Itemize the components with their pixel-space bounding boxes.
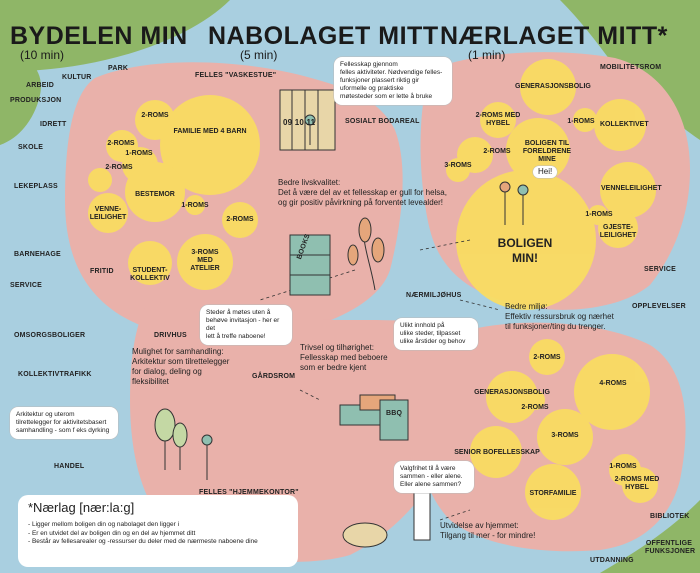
bubble-arkitektur: Arkitektur og uterom tilrettelegger for …: [10, 407, 118, 439]
unit-2roms-hybel-bottom: 2-ROMS MED HYBEL: [614, 476, 660, 491]
bubble-innhold: Ulikt innhold på ulike steder, tilpasset…: [394, 318, 478, 350]
right-top-cluster-blobs: [446, 59, 656, 310]
unit-2roms-a: 2-ROMS: [141, 112, 169, 119]
subtitle-nabolaget: (5 min): [240, 48, 278, 62]
unit-1roms-top-a: 1-ROMS: [567, 118, 595, 125]
bubble-steder: Steder å møtes uten å behøve invitasjon …: [200, 305, 292, 345]
unit-2roms-c: 2-ROMS: [105, 164, 133, 171]
unit-senior-bofellesskap: SENIOR BOFELLESSKAP: [454, 449, 540, 456]
legend-item-1: - Ligger mellom boligen din og nabolaget…: [28, 521, 180, 528]
sketch-props: [154, 89, 529, 548]
unit-venneleilighet-top: VENNELEILIGHET: [601, 185, 662, 192]
title-naerlaget: NÆRLAGET MITT*: [440, 22, 668, 50]
unit-generasjonsbolig-top: GENERASJONSBOLIG: [515, 83, 591, 90]
district-utdanning: UTDANNING: [590, 557, 634, 564]
green-land-left: [0, 0, 41, 145]
prop-bbq: BBQ: [386, 410, 403, 417]
unit-4roms: 4-ROMS: [599, 380, 627, 387]
unit-storfamilie: STORFAMILIE: [529, 490, 577, 497]
legend-item-3: - Består av fellesarealer og -ressurser …: [28, 538, 258, 545]
zone-gardsrom: GÅRDSROM: [252, 373, 296, 380]
text-trivsel: Trivsel og tilhørighet: Fellesskap med b…: [300, 343, 388, 372]
unit-boligen-min: BOLIGEN MIN!: [497, 236, 553, 265]
unit-2roms-hybel-top: 2-ROMS MED HYBEL: [475, 112, 521, 127]
bubble-fellesskap: Fellesskap gjennom felles aktiviteter. N…: [334, 57, 452, 105]
unit-3roms-atelier: 3-ROMS MED ATELIER: [190, 249, 220, 272]
unit-boligen-til-foreldrene: BOLIGEN TIL FORELDRENE MINE: [522, 140, 572, 163]
prop-numbers: 09 10 11: [283, 118, 316, 127]
district-handel: HANDEL: [54, 463, 85, 470]
district-omsorgsboliger: OMSORGSBOLIGER: [14, 332, 86, 339]
district-opplevelser: OPPLEVELSER: [632, 303, 686, 310]
legend-item-2: - Er en utvidet del av boligen din og en…: [28, 529, 196, 537]
district-skole: SKOLE: [18, 144, 44, 151]
district-service-right: SERVICE: [644, 266, 677, 273]
zone-sosialt-bodareal: SOSIALT BODAREAL: [345, 118, 420, 125]
unit-generasjonsbolig-bottom: GENERASJONSBOLIG: [474, 389, 550, 396]
district-barnehage: BARNEHAGE: [14, 251, 61, 258]
unit-1roms-top-b: 1-ROMS: [585, 211, 613, 218]
district-bibliotek: BIBLIOTEK: [650, 513, 690, 520]
right-bottom-cluster-blobs: [470, 339, 658, 520]
unit-1roms-bottom: 1-ROMS: [609, 463, 637, 470]
unit-2roms-bottom-a: 2-ROMS: [533, 354, 561, 361]
zone-naermiljohus: NÆRMILJØHUS: [406, 292, 462, 299]
district-service-left: SERVICE: [10, 282, 43, 289]
unit-2roms-bottom-b: 2-ROMS: [521, 404, 549, 411]
unit-1roms-a: 1-ROMS: [125, 150, 153, 157]
district-produksjon: PRODUKSJON: [10, 97, 62, 104]
unit-1roms-b: 1-ROMS: [181, 202, 209, 209]
zone-felles-hjemmekontor: FELLES "HJEMMEKONTOR": [199, 489, 299, 496]
title-nabolaget: NABOLAGET MITT: [208, 22, 439, 50]
subtitle-naerlaget: (1 min): [468, 48, 506, 62]
unit-2roms-top: 2-ROMS: [483, 148, 511, 155]
unit-familie-med-4-barn: FAMILIE MED 4 BARN: [173, 128, 247, 135]
unit-bestemor: BESTEMOR: [135, 191, 175, 198]
district-arbeid: ARBEID: [26, 82, 55, 89]
district-park: PARK: [108, 65, 129, 72]
subtitle-bydelen: (10 min): [20, 48, 65, 62]
unit-venneleilighet: VENNE- LEILIGHET: [89, 206, 127, 221]
zone-felles-vaskestue: FELLES "VASKESTUE": [195, 72, 277, 79]
district-offentlige-funksjoner: OFFENTLIGE FUNKSJONER: [645, 540, 696, 555]
district-lekeplass: LEKEPLASS: [14, 183, 58, 190]
zone-fritid: FRITID: [90, 268, 114, 275]
district-kultur: KULTUR: [62, 74, 92, 81]
hei-speech-bubble: Hei!: [533, 166, 558, 178]
legend-title: *Nærlag [nær:la:g]: [28, 500, 135, 515]
unit-2roms-b: 2-ROMS: [107, 140, 135, 147]
green-land-top-left: [0, 0, 230, 85]
text-samhandling: Mulighet for samhandling: Arkitektur som…: [132, 347, 230, 386]
title-bydelen: BYDELEN MIN: [10, 22, 188, 50]
zone-drivhus: DRIVHUS: [154, 332, 187, 339]
unit-3roms-top: 3-ROMS: [444, 162, 472, 169]
unit-3roms-bottom: 3-ROMS: [551, 432, 579, 439]
unit-gjesteleilighet: GJESTE- LEILIGHET: [599, 224, 637, 239]
district-mobilitetsrom: MOBILITETSROM: [600, 64, 662, 71]
unit-kollektivet: KOLLEKTIVET: [600, 121, 649, 128]
unit-2roms-d: 2-ROMS: [226, 216, 254, 223]
district-idrett: IDRETT: [40, 121, 67, 128]
green-land-bottom-right: [600, 500, 700, 573]
bubble-valgfrihet: Valgfrihet til å være sammen - eller ale…: [394, 461, 474, 493]
unit-studentkollektiv: STUDENT- KOLLEKTIV: [130, 267, 170, 282]
text-livskvalitet: Bedre livskvalitet: Det å være del av et…: [278, 178, 447, 207]
district-kollektivtrafikk: KOLLEKTIVTRAFIKK: [18, 371, 92, 378]
text-miljo: Bedre miljø: Effektiv ressursbruk og nær…: [505, 302, 614, 331]
text-utvidelse: Utvidelse av hjemmet: Tilgang til mer - …: [440, 521, 536, 540]
legend-box: *Nærlag [nær:la:g] - Ligger mellom bolig…: [18, 495, 298, 567]
left-cluster-blobs: [88, 95, 260, 290]
